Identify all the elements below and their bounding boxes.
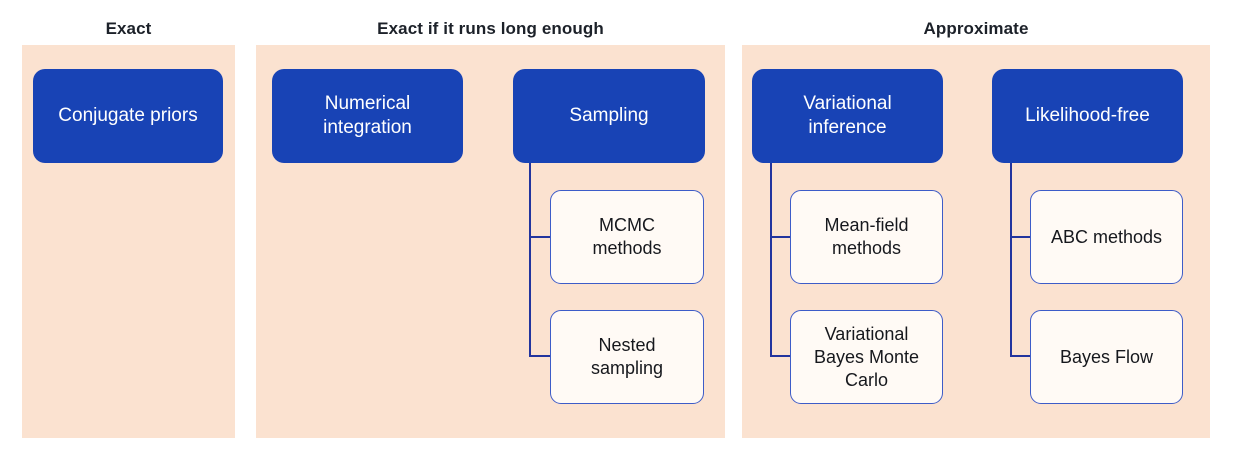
connector-sampling-trunk <box>529 163 531 357</box>
node-sampling: Sampling <box>513 69 705 163</box>
connector-likelihoodfree-to-abc <box>1010 236 1030 238</box>
node-variational-bayes-monte-carlo: Variational Bayes Monte Carlo <box>790 310 943 404</box>
node-numerical-integration: Numerical integration <box>272 69 463 163</box>
node-mcmc-methods: MCMC methods <box>550 190 704 284</box>
node-abc-methods: ABC methods <box>1030 190 1183 284</box>
connector-likelihoodfree-to-bayesflow <box>1010 355 1030 357</box>
node-bayes-flow: Bayes Flow <box>1030 310 1183 404</box>
connector-sampling-to-mcmc <box>529 236 550 238</box>
node-conjugate-priors: Conjugate priors <box>33 69 223 163</box>
node-mean-field-methods: Mean-field methods <box>790 190 943 284</box>
node-nested-sampling: Nested sampling <box>550 310 704 404</box>
connector-variational-to-vbmc <box>770 355 790 357</box>
group-label-exact: Exact <box>105 19 152 38</box>
group-label-exact-if-long: Exact if it runs long enough <box>377 19 604 38</box>
node-variational-inference: Variational inference <box>752 69 943 163</box>
group-label-approximate: Approximate <box>923 19 1029 38</box>
connector-variational-to-meanfield <box>770 236 790 238</box>
connector-variational-trunk <box>770 163 772 357</box>
node-likelihood-free: Likelihood-free <box>992 69 1183 163</box>
connector-sampling-to-nested <box>529 355 550 357</box>
connector-likelihoodfree-trunk <box>1010 163 1012 357</box>
